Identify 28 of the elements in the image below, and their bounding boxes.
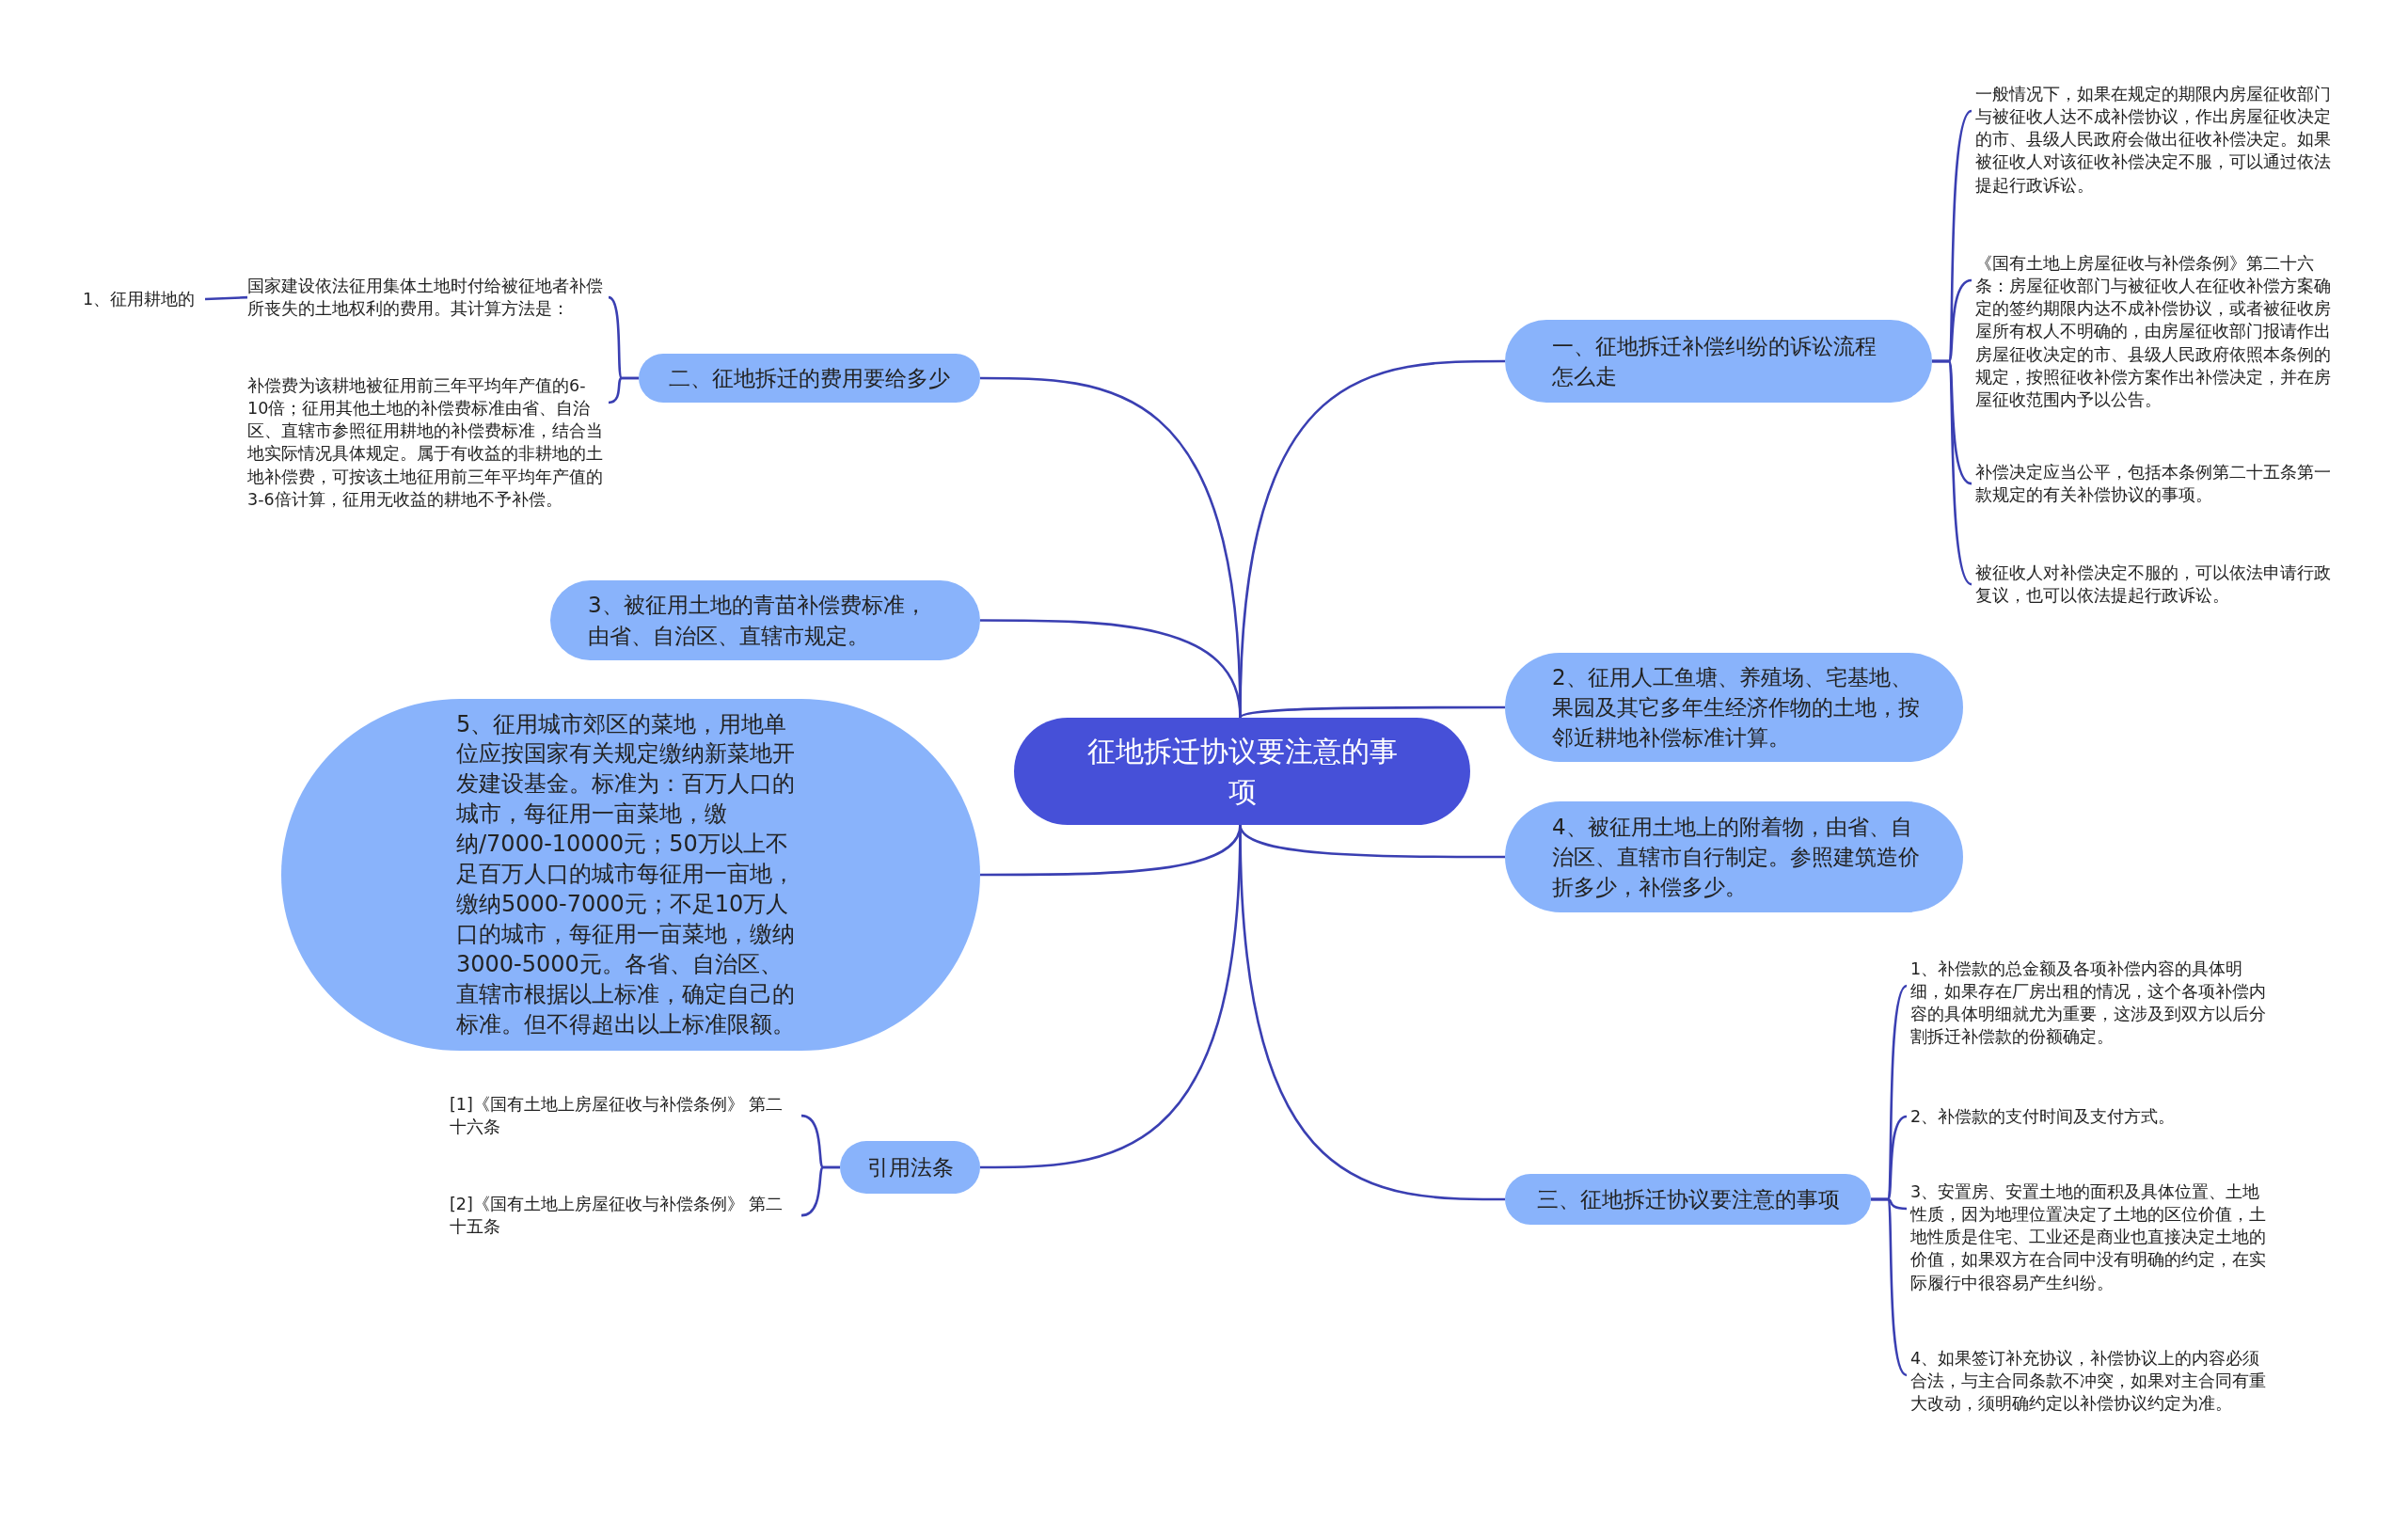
connector-line bbox=[800, 1165, 840, 1217]
connector-line bbox=[204, 295, 248, 301]
topic-pill: 三、征地拆迁协议要注意的事项 bbox=[1505, 1174, 1871, 1225]
note-text: 1、补偿款的总金额及各项补偿内容的具体明细，如果存在厂房出租的情况，这个各项补偿内容的具体明细就尤为重要，这涉及到双方以后分割拆迁补偿款的份额确定。 bbox=[1910, 958, 2268, 1049]
topic-pill: 2、征用人工鱼塘、养殖场、宅基地、果园及其它多年生经济作物的土地，按邻近耕地补偿标准计算。 bbox=[1505, 653, 1963, 762]
note-text: 补偿费为该耕地被征用前三年平均年产值的6-10倍；征用其他土地的补偿费标准由省、自治区、直辖市参照征用耕地的补偿费标准，结合当地实际情况具体规定。属于有收益的非耕地的土地补偿费，可按该土地征用前三年平均年产值的3-6倍计算，征用无收益的耕地不予补偿。 bbox=[247, 374, 605, 511]
note-text: 被征收人对补偿决定不服的，可以依法申请行政复议，也可以依法提起行政诉讼。 bbox=[1975, 562, 2333, 608]
note-text: 一般情况下，如果在规定的期限内房屋征收部门与被征收人达不成补偿协议，作出房屋征收决定的市、县级人民政府会做出征收补偿决定。如果被征收人对该征收补偿决定不服，可以通过依法提起行政诉讼。 bbox=[1975, 83, 2333, 197]
central-topic: 征地拆迁协议要注意的事项 bbox=[1014, 718, 1470, 825]
connector-line bbox=[1871, 1197, 1908, 1377]
connector-line bbox=[1932, 359, 1972, 586]
note-text: 《国有土地上房屋征收与补偿条例》第二十六条：房屋征收部门与被征收人在征收补偿方案确定的签约期限内达不成补偿协议，或者被征收房屋所有权人不明确的，由房屋征收部门报请作出房屋征收决定的市、县级人民政府依照本条例的规定，按照征收补偿方案作出补偿决定，并在房屋征收范围内予以公告。 bbox=[1975, 252, 2333, 411]
connector-line bbox=[608, 376, 639, 404]
topic-pill: 3、被征用土地的青苗补偿费标准，由省、自治区、直辖市规定。 bbox=[550, 580, 980, 660]
connector-line bbox=[980, 619, 1242, 719]
topic-pill: 二、征地拆迁的费用要给多少 bbox=[639, 354, 980, 403]
note-text: 国家建设依法征用集体土地时付给被征地者补偿所丧失的土地权利的费用。其计算方法是： bbox=[247, 275, 605, 321]
note-text: 3、安置房、安置土地的面积及具体位置、土地性质，因为地理位置决定了土地的区位价值，土地性质是住宅、工业还是商业也直接决定土地的价值，如果双方在合同中没有明确的约定，在实际履行中很容易产生纠纷。 bbox=[1910, 1180, 2268, 1294]
note-text: 1、征用耕地的 bbox=[83, 288, 201, 311]
note-text: [2]《国有土地上房屋征收与补偿条例》 第二十五条 bbox=[450, 1193, 798, 1239]
topic-pill: 一、征地拆迁补偿纠纷的诉讼流程怎么走 bbox=[1505, 320, 1932, 403]
note-text: 补偿决定应当公平，包括本条例第二十五条第一款规定的有关补偿协议的事项。 bbox=[1975, 461, 2333, 507]
topic-pill: 4、被征用土地上的附着物，由省、自治区、直辖市自行制定。参照建筑造价折多少，补偿多少。 bbox=[1505, 801, 1963, 912]
note-text: [1]《国有土地上房屋征收与补偿条例》 第二十六条 bbox=[450, 1093, 798, 1139]
topic-pill: 引用法条 bbox=[840, 1141, 980, 1194]
connector-line bbox=[1239, 705, 1505, 719]
note-text: 4、如果签订补充协议，补偿协议上的内容必须合法，与主合同条款不冲突，如果对主合同有重大改动，须明确约定以补偿协议约定为准。 bbox=[1910, 1347, 2268, 1416]
note-text: 2、补偿款的支付时间及支付方式。 bbox=[1910, 1105, 2268, 1129]
